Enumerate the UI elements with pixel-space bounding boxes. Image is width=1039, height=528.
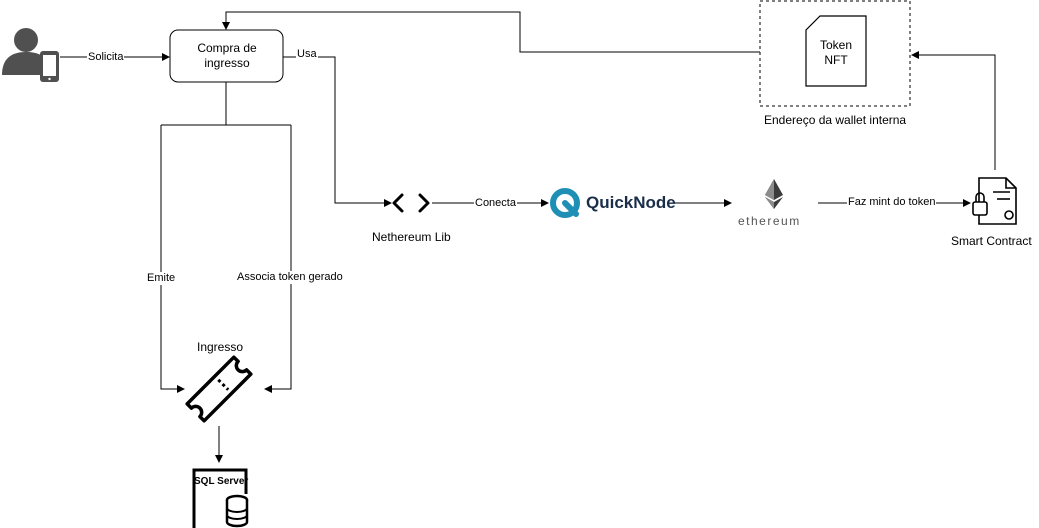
token-nft-label: Token NFT	[819, 38, 853, 67]
edge-associa	[264, 125, 292, 393]
token-nft-document-icon[interactable]	[805, 15, 867, 87]
edge-label-usa: Usa	[296, 48, 318, 61]
edge-label-associa: Associa token gerado	[236, 271, 344, 284]
smart-contract-label: Smart Contract	[951, 234, 1032, 248]
edge-contract-to-wallet	[911, 51, 996, 170]
edge-label-emite: Emite	[146, 272, 177, 285]
user-icon	[2, 28, 46, 75]
edge-wallet-to-compra	[222, 11, 760, 53]
edge-label-faz-mint: Faz mint do token	[847, 196, 937, 209]
edge-usa	[283, 56, 392, 207]
compra-label: Compra de ingresso	[197, 41, 257, 70]
nethereum-label: Nethereum Lib	[372, 230, 451, 244]
code-brackets-icon[interactable]	[392, 193, 430, 213]
phone-icon	[40, 51, 59, 82]
ingresso-label: Ingresso	[197, 340, 244, 354]
edge-label-solicita: Solicita	[87, 51, 125, 64]
quicknode-label: QuickNode	[586, 193, 676, 212]
wallet-caption: Endereço da wallet interna	[764, 113, 907, 127]
edge-label-conecta: Conecta	[474, 197, 517, 210]
smart-contract-icon[interactable]	[972, 177, 1017, 225]
sql-server-label: SQL Server	[194, 476, 249, 487]
wallet-container[interactable]	[759, 0, 911, 107]
ethereum-logo-icon[interactable]	[765, 179, 783, 209]
database-icon[interactable]	[192, 468, 249, 528]
quicknode-logo-icon[interactable]	[550, 188, 580, 218]
ticket-icon[interactable]	[185, 355, 253, 423]
edge-emite	[160, 124, 291, 389]
ethereum-label: ethereum	[738, 214, 801, 228]
compra-box[interactable]	[169, 29, 284, 83]
